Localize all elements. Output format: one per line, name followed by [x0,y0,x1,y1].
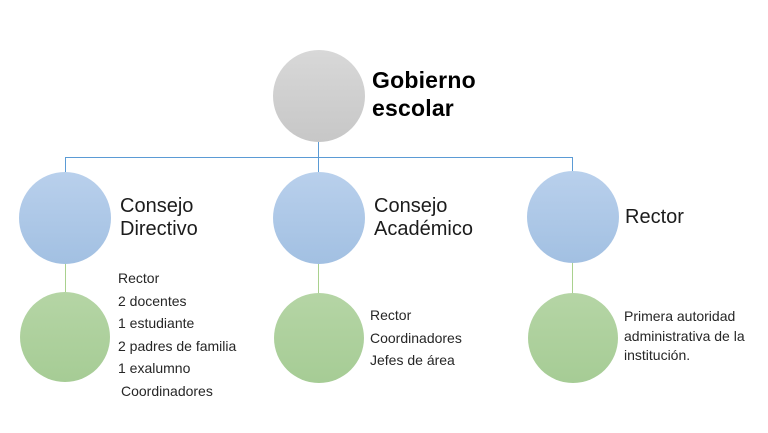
list-item: 1 exalumno [118,360,191,377]
branch-title-consejo-academico: Consejo Académico [374,195,473,240]
list-item: 2 padres de familia [118,337,237,354]
list-item: Rector [370,307,412,323]
branch-title-rector: Rector [625,206,684,228]
list-item: Coordinadores [370,329,462,346]
connector-member-left [65,263,66,293]
connector-member-right [572,262,573,294]
connector-member-middle [318,263,319,294]
branch-circle-rector [527,171,619,263]
branch-circle-consejo-academico [273,172,365,264]
member-list-consejo-directivo: Rector 2 docentes 1 estudiante 2 padres … [118,267,236,403]
member-description-rector: Primera autoridad administrativa de la i… [624,308,745,363]
connector-branch-left-vertical [65,157,66,173]
list-item: Coordinadores [121,382,213,399]
branch-circle-consejo-directivo [19,172,111,264]
branch-title-consejo-directivo: Consejo Directivo [120,195,198,240]
member-list-consejo-academico: Rector Coordinadores Jefes de área [370,304,462,372]
list-item: 2 docentes [118,292,187,309]
root-node-circle [273,50,365,142]
member-circle-rector [528,293,618,383]
member-circle-consejo-directivo [20,292,110,382]
connector-horizontal [65,157,573,158]
list-item: Rector [118,270,160,286]
connector-branch-right-vertical [572,157,573,172]
list-item: 1 estudiante [118,315,195,332]
list-item: Jefes de área [370,352,455,369]
member-circle-consejo-academico [274,293,364,383]
root-node-title: Gobierno escolar [372,67,476,121]
